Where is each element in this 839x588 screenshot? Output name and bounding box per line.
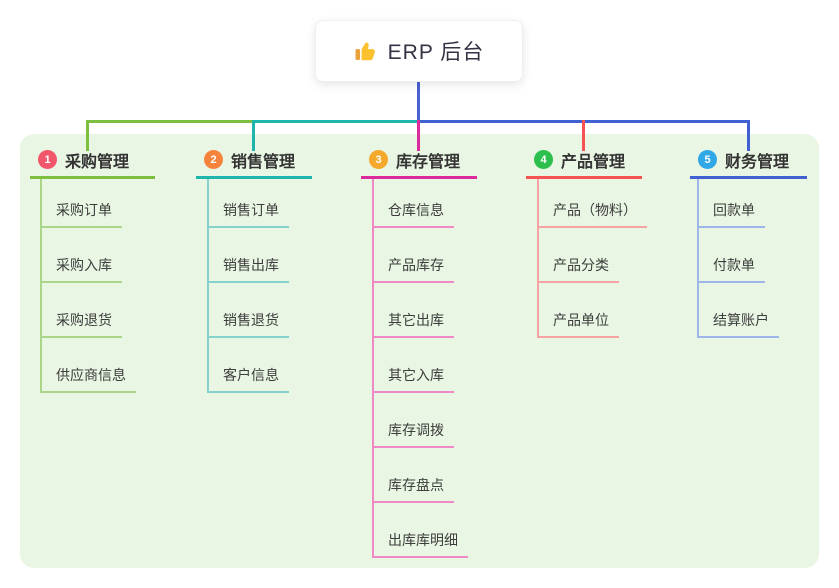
- mindmap-panel: [20, 134, 819, 568]
- branch-number-badge: 2: [204, 150, 223, 169]
- branch-children-line-4: [537, 176, 539, 338]
- child-node[interactable]: 采购订单: [40, 201, 122, 228]
- child-node-label: 其它出库: [388, 312, 444, 328]
- branch-stub-line-4: [582, 120, 585, 151]
- child-node[interactable]: 产品（物料）: [537, 201, 647, 228]
- branch-stub-line-5: [747, 120, 750, 151]
- branch-number-badge: 4: [534, 150, 553, 169]
- branch-node-1[interactable]: 1 采购管理: [30, 149, 155, 179]
- root-node[interactable]: ERP 后台: [315, 20, 523, 82]
- branch-node-3[interactable]: 3 库存管理: [361, 149, 477, 179]
- branch-stub-line-1: [86, 120, 89, 151]
- branch-stub-line-2: [252, 120, 255, 151]
- child-node[interactable]: 供应商信息: [40, 366, 136, 393]
- child-node[interactable]: 销售出库: [207, 256, 289, 283]
- child-node[interactable]: 采购退货: [40, 311, 122, 338]
- child-node-label: 产品库存: [388, 257, 444, 273]
- root-node-label: ERP 后台: [387, 41, 485, 64]
- child-node-label: 仓库信息: [388, 202, 444, 218]
- branch-children-line-3: [372, 176, 374, 558]
- branch-label: 销售管理: [231, 153, 296, 171]
- root-stem-line: [417, 82, 420, 123]
- branch-node-2[interactable]: 2 销售管理: [196, 149, 312, 179]
- child-node-label: 销售出库: [223, 257, 279, 273]
- branch-number-badge: 1: [38, 150, 57, 169]
- branch-label: 产品管理: [561, 153, 626, 171]
- child-node-label: 产品单位: [553, 312, 609, 328]
- child-node[interactable]: 其它出库: [372, 311, 454, 338]
- child-node[interactable]: 客户信息: [207, 366, 289, 393]
- child-node-label: 库存盘点: [388, 477, 444, 493]
- child-node[interactable]: 产品单位: [537, 311, 619, 338]
- branch-number-badge: 5: [698, 150, 717, 169]
- child-node-label: 销售订单: [223, 202, 279, 218]
- child-node[interactable]: 付款单: [697, 256, 765, 283]
- child-node[interactable]: 产品分类: [537, 256, 619, 283]
- child-node-label: 出库库明细: [388, 532, 458, 548]
- child-node[interactable]: 销售退货: [207, 311, 289, 338]
- bus-segment-middle: [252, 120, 419, 123]
- branch-number-badge: 3: [369, 150, 388, 169]
- child-node-label: 其它入库: [388, 367, 444, 383]
- child-node[interactable]: 其它入库: [372, 366, 454, 393]
- branch-label: 库存管理: [396, 153, 461, 171]
- branch-children-line-1: [40, 176, 42, 393]
- thumbs-up-icon: [354, 39, 378, 63]
- branch-children-line-5: [697, 176, 699, 338]
- child-node-label: 客户信息: [223, 367, 279, 383]
- child-node-label: 采购入库: [56, 257, 112, 273]
- branch-label: 采购管理: [65, 153, 130, 171]
- branch-children-line-2: [207, 176, 209, 393]
- child-node-label: 回款单: [713, 202, 755, 218]
- child-node-label: 结算账户: [713, 312, 769, 328]
- branch-node-4[interactable]: 4 产品管理: [526, 149, 642, 179]
- child-node[interactable]: 产品库存: [372, 256, 454, 283]
- child-node[interactable]: 销售订单: [207, 201, 289, 228]
- child-node-label: 销售退货: [223, 312, 279, 328]
- child-node[interactable]: 出库库明细: [372, 531, 468, 558]
- child-node[interactable]: 仓库信息: [372, 201, 454, 228]
- child-node-label: 付款单: [713, 257, 755, 273]
- child-node[interactable]: 回款单: [697, 201, 765, 228]
- child-node-label: 库存调拨: [388, 422, 444, 438]
- child-node-label: 采购退货: [56, 312, 112, 328]
- child-node[interactable]: 库存调拨: [372, 421, 454, 448]
- child-node-label: 采购订单: [56, 202, 112, 218]
- branch-label: 财务管理: [725, 153, 790, 171]
- child-node-label: 产品（物料）: [553, 202, 637, 218]
- bus-segment-left: [86, 120, 252, 123]
- branch-node-5[interactable]: 5 财务管理: [690, 149, 807, 179]
- child-node[interactable]: 库存盘点: [372, 476, 454, 503]
- child-node-label: 产品分类: [553, 257, 609, 273]
- child-node-label: 供应商信息: [56, 367, 126, 383]
- child-node[interactable]: 结算账户: [697, 311, 779, 338]
- branch-stub-line-3: [417, 120, 420, 151]
- child-node[interactable]: 采购入库: [40, 256, 122, 283]
